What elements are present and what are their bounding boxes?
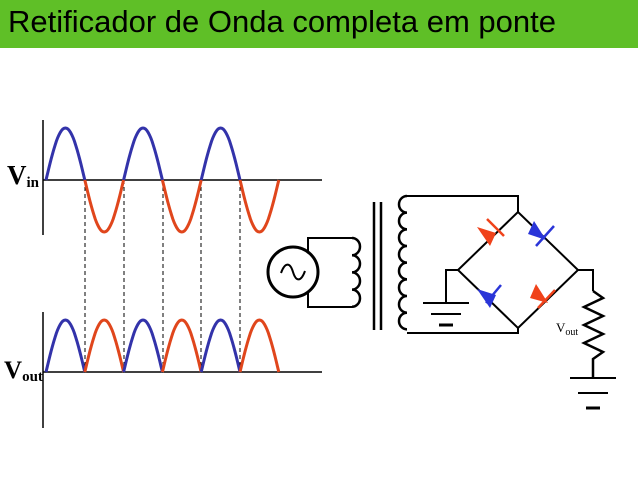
vin-negative-half-cycle xyxy=(160,179,203,234)
title-bar: Retificador de Onda completa em ponte xyxy=(0,0,638,48)
load-resistor xyxy=(581,289,606,378)
secondary-leads xyxy=(407,195,519,334)
load-voltage-label: Vout xyxy=(556,320,578,338)
ac-source-icon xyxy=(266,245,320,299)
diode-blue-top-right xyxy=(528,221,555,247)
vin-negative-half-cycle xyxy=(238,179,281,234)
vin-label: Vin xyxy=(7,160,40,191)
ground-lead-left xyxy=(445,269,458,303)
primary-coil xyxy=(351,236,362,309)
vin-positive-half-cycle xyxy=(122,126,164,181)
dashed-guides xyxy=(84,180,241,372)
secondary-coil xyxy=(397,194,408,331)
diode-blue-bottom-left xyxy=(477,284,502,308)
ground-icon xyxy=(570,377,616,410)
vin-positive-half-cycle xyxy=(199,126,242,181)
vout-rectified-half-cycle xyxy=(238,318,281,373)
waveform-panel: Vin Vout xyxy=(4,120,322,428)
vout-waveform xyxy=(44,318,281,373)
load-voltage-subscript: out xyxy=(565,327,578,338)
vin-label-main: V xyxy=(7,160,27,190)
vout-positive-half-cycle xyxy=(122,318,164,373)
diode-red-top-left xyxy=(477,218,505,246)
vin-positive-half-cycle xyxy=(44,126,87,181)
load-lead-top xyxy=(578,269,594,291)
vout-label-subscript: out xyxy=(22,369,43,385)
primary-leads xyxy=(307,237,352,308)
vin-waveform xyxy=(44,126,281,234)
diode-red-bottom-right xyxy=(530,284,556,309)
vin-negative-half-cycle xyxy=(83,179,126,234)
bridge-wiring xyxy=(456,210,580,330)
ground-icon xyxy=(423,302,469,327)
vout-label-main: V xyxy=(4,357,22,384)
load-voltage-main: V xyxy=(556,320,566,335)
page-title: Retificador de Onda completa em ponte xyxy=(8,4,556,39)
vout-positive-half-cycle xyxy=(199,318,242,373)
vout-positive-half-cycle xyxy=(44,318,87,373)
vout-label: Vout xyxy=(4,357,43,385)
vout-rectified-half-cycle xyxy=(160,318,203,373)
vout-rectified-half-cycle xyxy=(83,318,126,373)
vin-label-subscript: in xyxy=(27,175,40,191)
circuit-panel: Vout xyxy=(266,194,616,410)
